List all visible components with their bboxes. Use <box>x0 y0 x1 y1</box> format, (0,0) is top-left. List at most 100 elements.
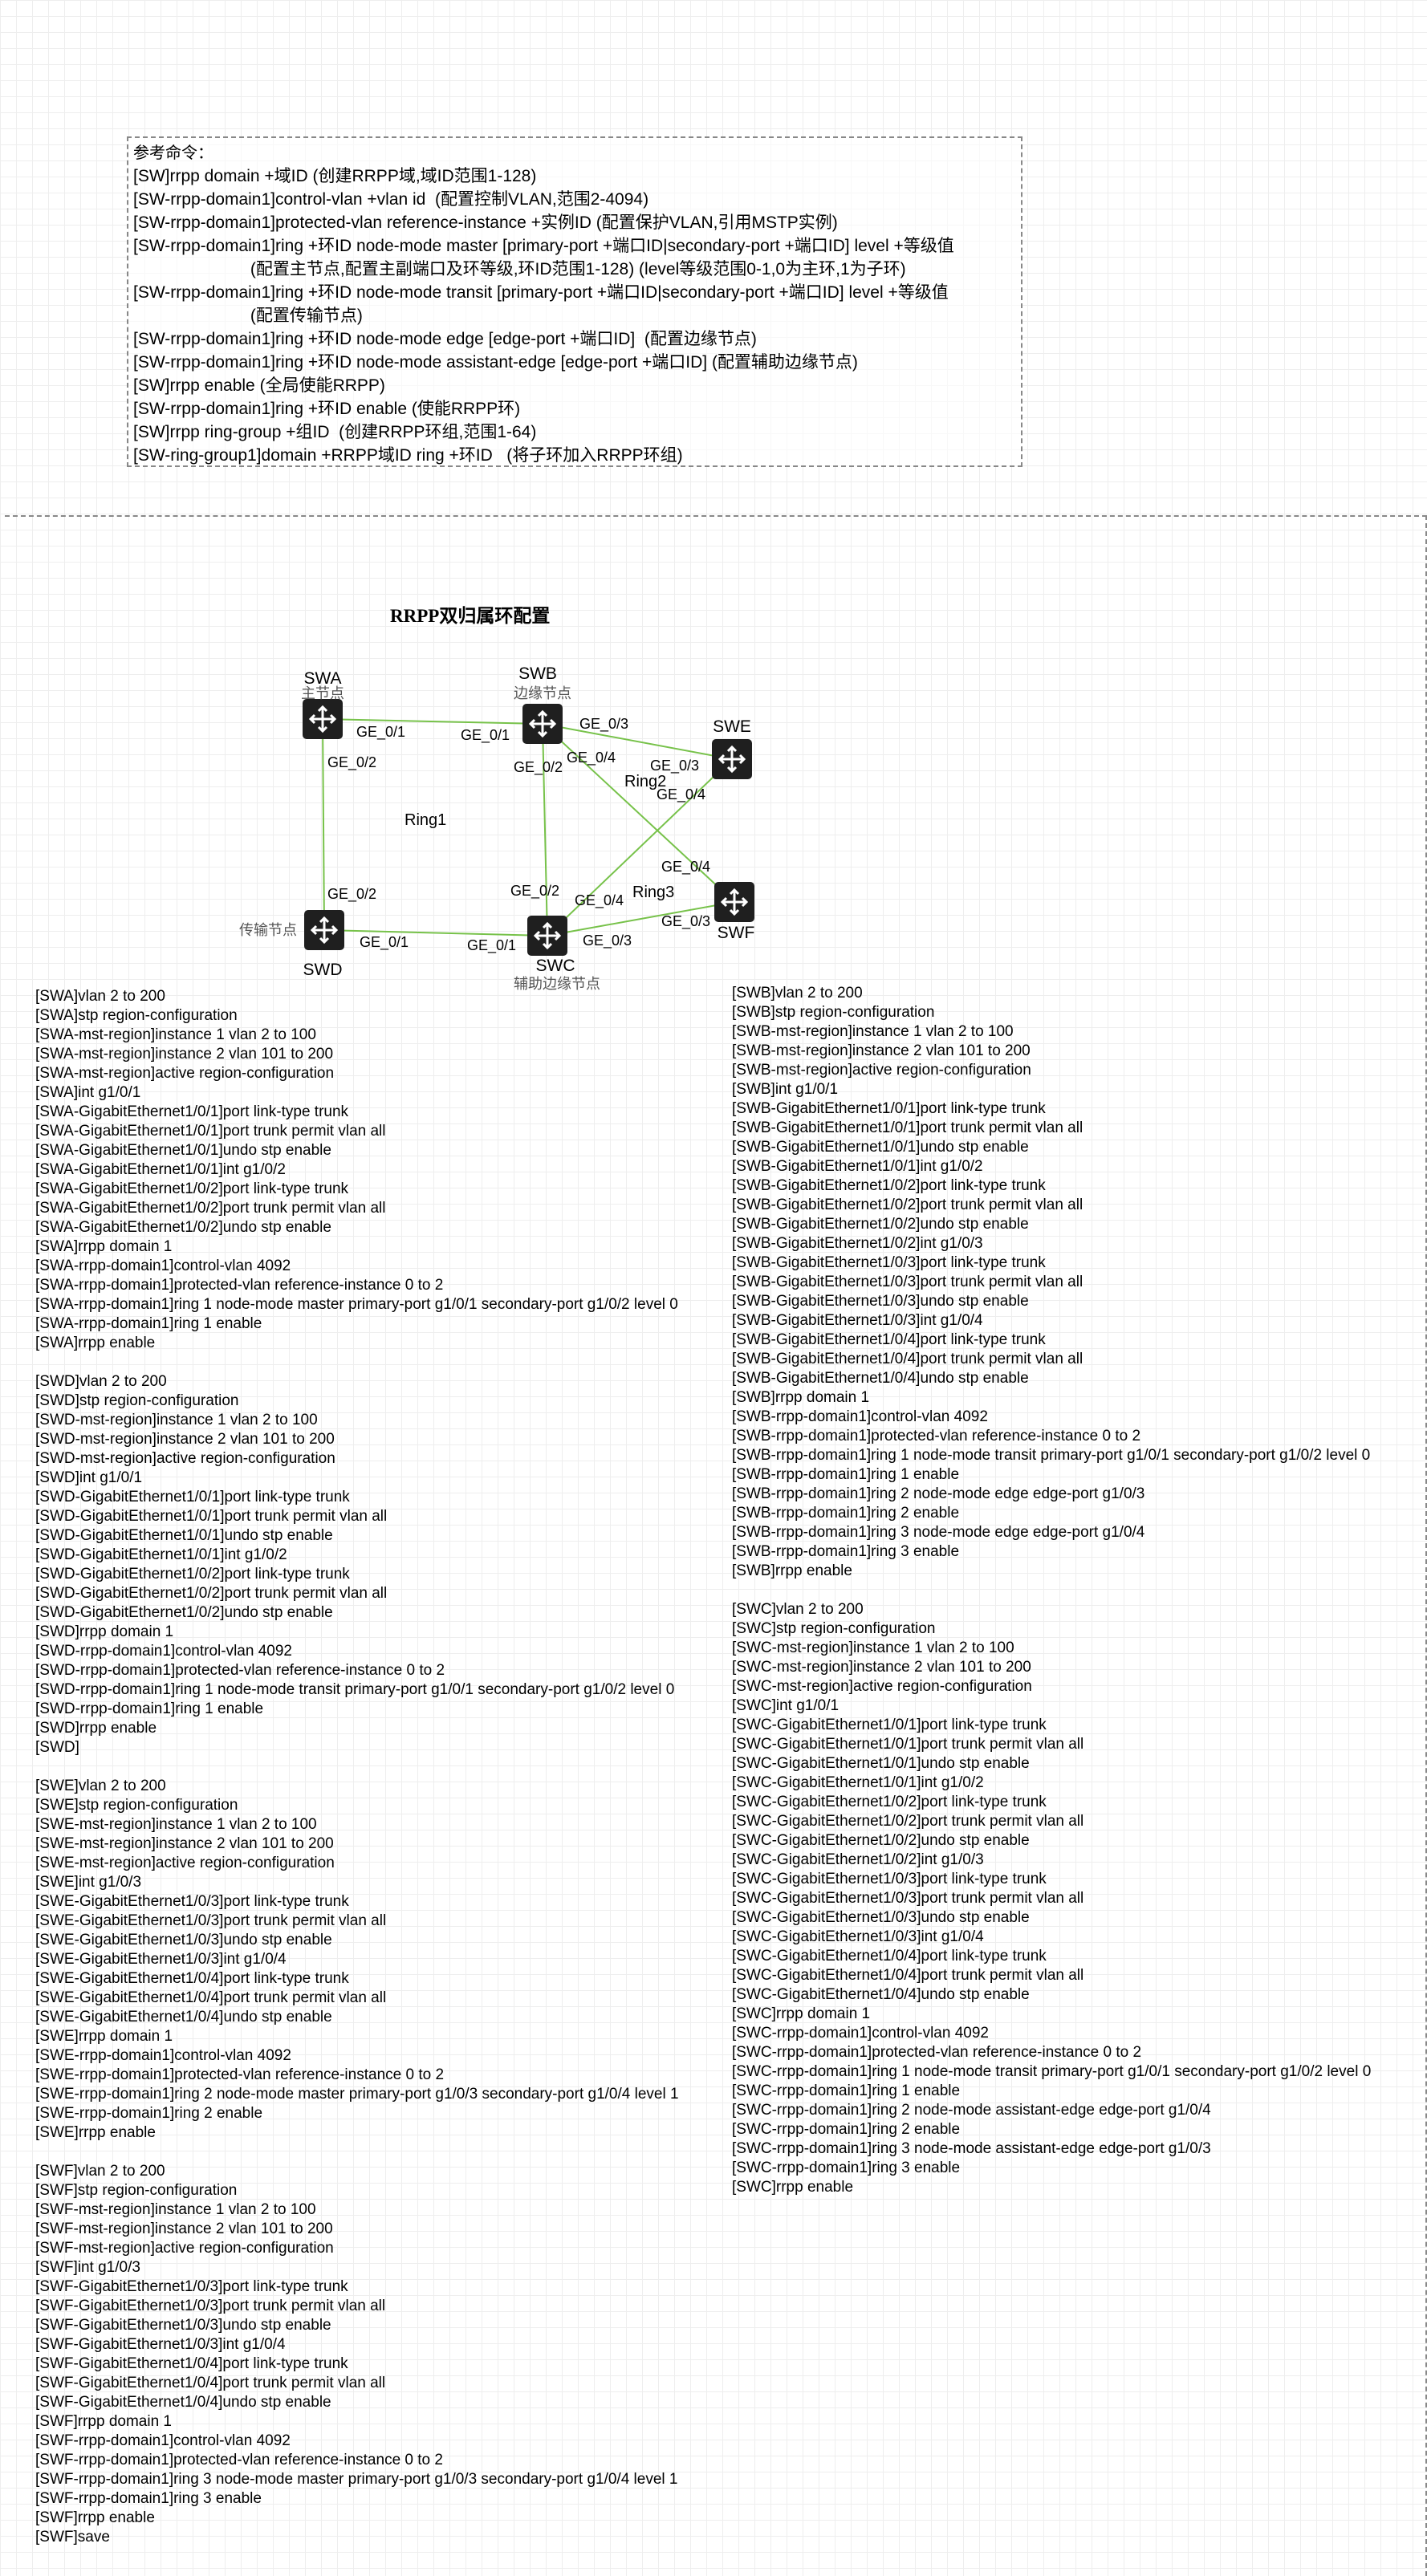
config-line: [SWB-rrpp-domain1]ring 1 enable <box>732 1466 960 1483</box>
switch-swe[interactable]: SWE <box>712 717 752 779</box>
config-line: [SWC-GigabitEthernet1/0/3]undo stp enabl… <box>732 1909 1030 1926</box>
config-line: [SWC-rrpp-domain1]ring 1 enable <box>732 2082 961 2099</box>
config-line: [SWA-mst-region]instance 2 vlan 101 to 2… <box>35 1046 334 1062</box>
switch-role: 传输节点 <box>239 922 297 939</box>
config-line: [SWD-GigabitEthernet1/0/2]undo stp enabl… <box>35 1604 333 1621</box>
port-label: GE_0/1 <box>356 724 405 741</box>
link-swc-swf <box>547 901 735 937</box>
reference-line: [SW]rrpp enable (全局使能RRPP) <box>133 376 385 395</box>
config-line: [SWD-mst-region]active region-configurat… <box>35 1450 335 1467</box>
config-line: [SWE]vlan 2 to 200 <box>35 1778 166 1794</box>
config-line: [SWA-rrpp-domain1]ring 1 node-mode maste… <box>35 1296 678 1313</box>
config-line <box>35 1757 679 1777</box>
config-line: [SWD-GigabitEthernet1/0/1]int g1/0/2 <box>35 1546 287 1563</box>
diagram-title: RRPP双归属环配置 <box>390 606 551 626</box>
config-line: [SWB]int g1/0/1 <box>732 1081 839 1098</box>
config-line: [SWB-mst-region]active region-configurat… <box>732 1062 1031 1079</box>
ring-label-ring2: Ring2 <box>624 773 666 790</box>
config-line: [SWC-GigabitEthernet1/0/2]port link-type… <box>732 1794 1047 1810</box>
config-line: [SWE]rrpp domain 1 <box>35 2028 173 2045</box>
config-line: [SWC-GigabitEthernet1/0/4]undo stp enabl… <box>732 1986 1030 2003</box>
config-line: [SWB-mst-region]instance 1 vlan 2 to 100 <box>732 1023 1014 1040</box>
config-line: [SWB-GigabitEthernet1/0/2]port link-type… <box>732 1177 1046 1194</box>
config-line: [SWA]rrpp domain 1 <box>35 1238 173 1255</box>
config-line: [SWE-mst-region]instance 2 vlan 101 to 2… <box>35 1835 334 1852</box>
reference-title: 参考命令： <box>133 143 213 162</box>
config-line: [SWC-GigabitEthernet1/0/3]port trunk per… <box>732 1890 1084 1907</box>
switch-arrows-icon <box>528 709 557 738</box>
topology-links <box>322 718 735 937</box>
reference-line: (配置主节点,配置主副端口及环等级,环ID范围1-128) (level等级范围… <box>133 260 906 278</box>
config-line: [SWB-rrpp-domain1]ring 3 enable <box>732 1543 960 1560</box>
switch-name: SWC <box>536 957 575 975</box>
config-line: [SWB]vlan 2 to 200 <box>732 985 863 1002</box>
config-line: [SWB]stp region-configuration <box>732 1004 935 1021</box>
config-line: [SWA-GigabitEthernet1/0/1]port trunk per… <box>35 1123 386 1140</box>
config-line: [SWD-rrpp-domain1]control-vlan 4092 <box>35 1643 292 1660</box>
config-line: [SWC-rrpp-domain1]ring 1 node-mode trans… <box>732 2063 1372 2080</box>
config-line: [SWE-rrpp-domain1]control-vlan 4092 <box>35 2047 291 2064</box>
config-line: [SWE]rrpp enable <box>35 2124 156 2141</box>
config-line: [SWD]int g1/0/1 <box>35 1469 143 1486</box>
config-line: [SWD-GigabitEthernet1/0/1]undo stp enabl… <box>35 1527 333 1544</box>
switch-swb[interactable]: SWB 边缘节点 <box>514 664 571 744</box>
config-line: [SWF-rrpp-domain1]control-vlan 4092 <box>35 2432 291 2449</box>
switch-arrows-icon <box>533 921 562 950</box>
reference-line: [SW-rrpp-domain1]protected-vlan referenc… <box>133 213 838 232</box>
config-line: [SWE-GigabitEthernet1/0/3]port link-type… <box>35 1893 349 1910</box>
config-line: [SWB-rrpp-domain1]protected-vlan referen… <box>732 1428 1141 1444</box>
config-line: [SWB-rrpp-domain1]ring 1 node-mode trans… <box>732 1447 1371 1464</box>
config-line: [SWC]stp region-configuration <box>732 1620 936 1637</box>
config-line: [SWD-rrpp-domain1]ring 1 node-mode trans… <box>35 1681 675 1698</box>
config-line: [SWF]save <box>35 2529 110 2546</box>
config-line: [SWC-mst-region]active region-configurat… <box>732 1678 1032 1695</box>
reference-line: [SW]rrpp domain +域ID (创建RRPP域,域ID范围1-128… <box>133 167 537 185</box>
config-line: [SWC-rrpp-domain1]ring 3 enable <box>732 2160 961 2176</box>
config-line: [SWE-mst-region]instance 1 vlan 2 to 100 <box>35 1816 317 1833</box>
config-line <box>35 2143 679 2162</box>
port-label: GE_0/4 <box>661 859 710 876</box>
reference-line: [SW]rrpp ring-group +组ID (创建RRPP环组,范围1-6… <box>133 423 537 441</box>
config-line: [SWF]vlan 2 to 200 <box>35 2163 165 2180</box>
link-swe-swc <box>547 758 733 937</box>
config-line: [SWF-GigabitEthernet1/0/3]port link-type… <box>35 2278 348 2295</box>
reference-line: [SW-rrpp-domain1]ring +环ID node-mode ass… <box>133 353 858 372</box>
config-line: [SWC-mst-region]instance 1 vlan 2 to 100 <box>732 1639 1014 1656</box>
switch-swa[interactable]: SWA 主节点 <box>301 669 344 739</box>
link-swb-swc <box>542 723 548 937</box>
config-line: [SWB-rrpp-domain1]control-vlan 4092 <box>732 1408 988 1425</box>
port-label: GE_0/2 <box>327 886 376 903</box>
switch-swd[interactable]: SWD 传输节点 <box>239 910 344 979</box>
config-line: [SWC-GigabitEthernet1/0/3]port link-type… <box>732 1871 1047 1887</box>
config-line: [SWB-GigabitEthernet1/0/1]port link-type… <box>732 1100 1046 1117</box>
config-line: [SWB-GigabitEthernet1/0/3]port link-type… <box>732 1254 1046 1271</box>
config-line: [SWA-GigabitEthernet1/0/1]undo stp enabl… <box>35 1142 331 1159</box>
config-line: [SWB-GigabitEthernet1/0/2]int g1/0/3 <box>732 1235 983 1252</box>
config-line: [SWF-GigabitEthernet1/0/3]int g1/0/4 <box>35 2336 286 2353</box>
config-line: [SWA-GigabitEthernet1/0/1]int g1/0/2 <box>35 1161 286 1178</box>
config-left-column: [SWA]vlan 2 to 200[SWA]stp region-config… <box>35 987 679 2547</box>
link-swa-swd <box>322 718 325 931</box>
ring-label-ring3: Ring3 <box>632 884 674 901</box>
switch-arrows-icon <box>310 916 339 945</box>
config-line: [SWC-GigabitEthernet1/0/3]int g1/0/4 <box>732 1928 984 1945</box>
config-line: [SWF-mst-region]active region-configurat… <box>35 2240 334 2257</box>
port-label: GE_0/3 <box>650 758 699 774</box>
port-label: GE_0/4 <box>567 750 616 766</box>
reference-line: [SW-ring-group1]domain +RRPP域ID ring +环I… <box>133 446 683 465</box>
config-line: [SWA-GigabitEthernet1/0/2]port trunk per… <box>35 1200 386 1217</box>
config-line: [SWE-mst-region]active region-configurat… <box>35 1855 335 1871</box>
reference-line: [SW-rrpp-domain1]ring +环ID node-mode edg… <box>133 330 757 348</box>
config-line: [SWF]stp region-configuration <box>35 2182 238 2199</box>
port-label: GE_0/2 <box>514 759 563 776</box>
config-line: [SWF-GigabitEthernet1/0/3]undo stp enabl… <box>35 2317 331 2334</box>
config-line: [SWC-GigabitEthernet1/0/2]int g1/0/3 <box>732 1851 984 1868</box>
switch-name: SWD <box>303 961 343 979</box>
switch-swc[interactable]: SWC 辅助边缘节点 <box>514 916 600 993</box>
config-line: [SWC]int g1/0/1 <box>732 1697 840 1714</box>
config-line: [SWF-mst-region]instance 2 vlan 101 to 2… <box>35 2220 333 2237</box>
config-line: [SWA-rrpp-domain1]ring 1 enable <box>35 1315 262 1332</box>
switch-swf[interactable]: SWF <box>714 882 754 942</box>
config-line: [SWB-GigabitEthernet1/0/1]int g1/0/2 <box>732 1158 983 1175</box>
config-line: [SWD]rrpp domain 1 <box>35 1623 174 1640</box>
